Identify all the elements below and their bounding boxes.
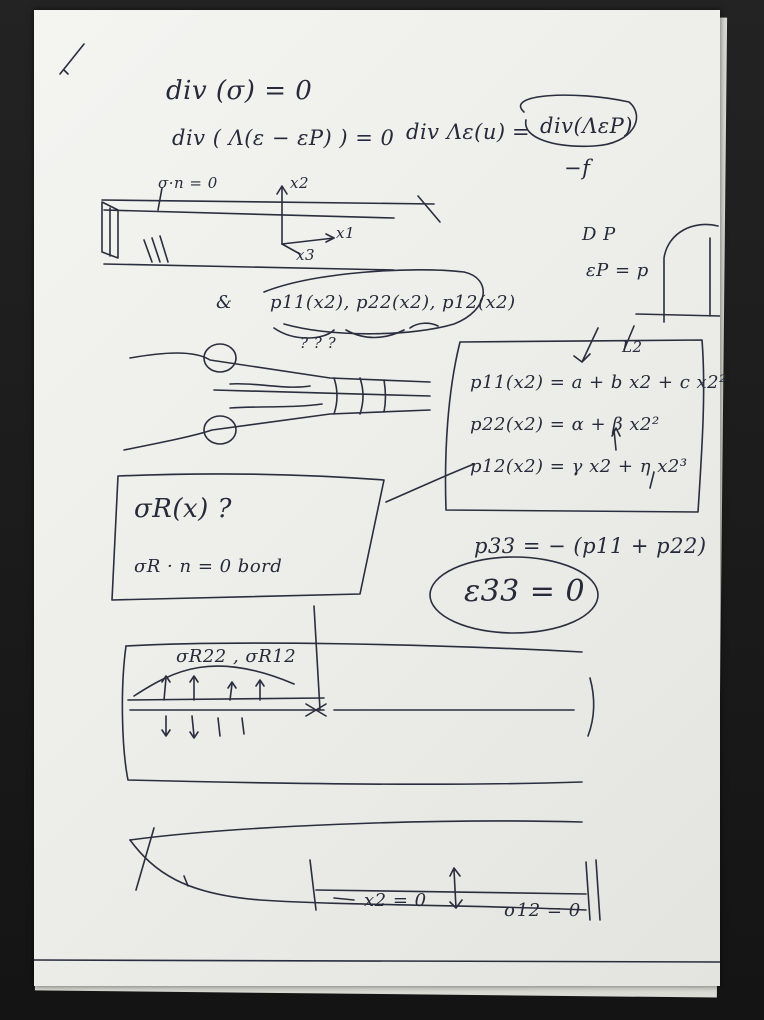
formula-p22: p22(x2) = α + β x2² — [470, 414, 660, 435]
eps33-equation: ε33 = 0 — [464, 574, 586, 609]
equation-minus-f: −f — [564, 156, 591, 180]
p-functions-question-marks: ? ? ? — [300, 334, 337, 352]
stress-labels: σR22 , σR12 — [176, 646, 297, 667]
crack-tip-sketch — [123, 343, 431, 451]
p-functions-arrows — [273, 322, 439, 339]
sigma-r-question: σR(x) ? — [134, 494, 232, 524]
ampersand: & — [216, 292, 233, 313]
boundary-condition-top: σ·n = 0 — [158, 174, 218, 192]
box-label-l2: L2 — [622, 338, 643, 356]
sigma-r-box — [111, 473, 385, 601]
equation-div-lambda: div ( Λ(ε − εP) ) = 0 — [172, 126, 395, 150]
p33-equation: p33 = − (p11 + p22) — [474, 534, 707, 558]
box-arrows — [573, 325, 655, 489]
bottom-x2-zero: x2 = 0 — [364, 890, 427, 911]
beam-sketch-top — [101, 187, 441, 271]
formula-p11: p11(x2) = a + b x2 + c x2² — [470, 372, 727, 393]
p-functions-loop — [263, 268, 484, 335]
bottom-sigma12-zero: σ12 = 0 — [504, 900, 581, 921]
beam-stress-sketch — [121, 605, 595, 785]
dp-label: D P — [582, 224, 616, 245]
equation-div-lambda-eps-u: div Λε(u) — [406, 120, 506, 144]
sigma-r-boundary: σR · n = 0 bord — [134, 556, 283, 577]
eps33-ellipse — [429, 556, 599, 634]
equation-equals-sign: = — [512, 120, 531, 144]
axis-x3-label: x3 — [296, 246, 316, 264]
equation-rhs: div(ΛεP) — [540, 114, 633, 138]
formula-box — [444, 339, 705, 513]
p-functions: p11(x2), p22(x2), p12(x2) — [270, 292, 516, 313]
plastic-strain-equation: εP = p — [586, 260, 649, 281]
rhs-emphasis-loop — [519, 94, 638, 148]
ink-drawings — [34, 43, 720, 963]
formula-p12: p12(x2) = γ x2 + η x2³ — [470, 456, 688, 477]
coordinate-axes — [276, 185, 335, 255]
yield-curve-sketch — [635, 223, 720, 323]
handwritten-page: div (σ) = 0 div ( Λ(ε − εP) ) = 0 div Λε… — [34, 10, 726, 986]
paper-fold-line — [34, 959, 720, 963]
corner-tick-mark — [59, 43, 85, 75]
axis-x2-label: x2 — [290, 174, 310, 192]
equation-div-sigma: div (σ) = 0 — [166, 76, 313, 106]
bottom-beam-sketch — [129, 820, 601, 921]
connector-line — [385, 463, 475, 503]
axis-x1-label: x1 — [336, 224, 356, 242]
